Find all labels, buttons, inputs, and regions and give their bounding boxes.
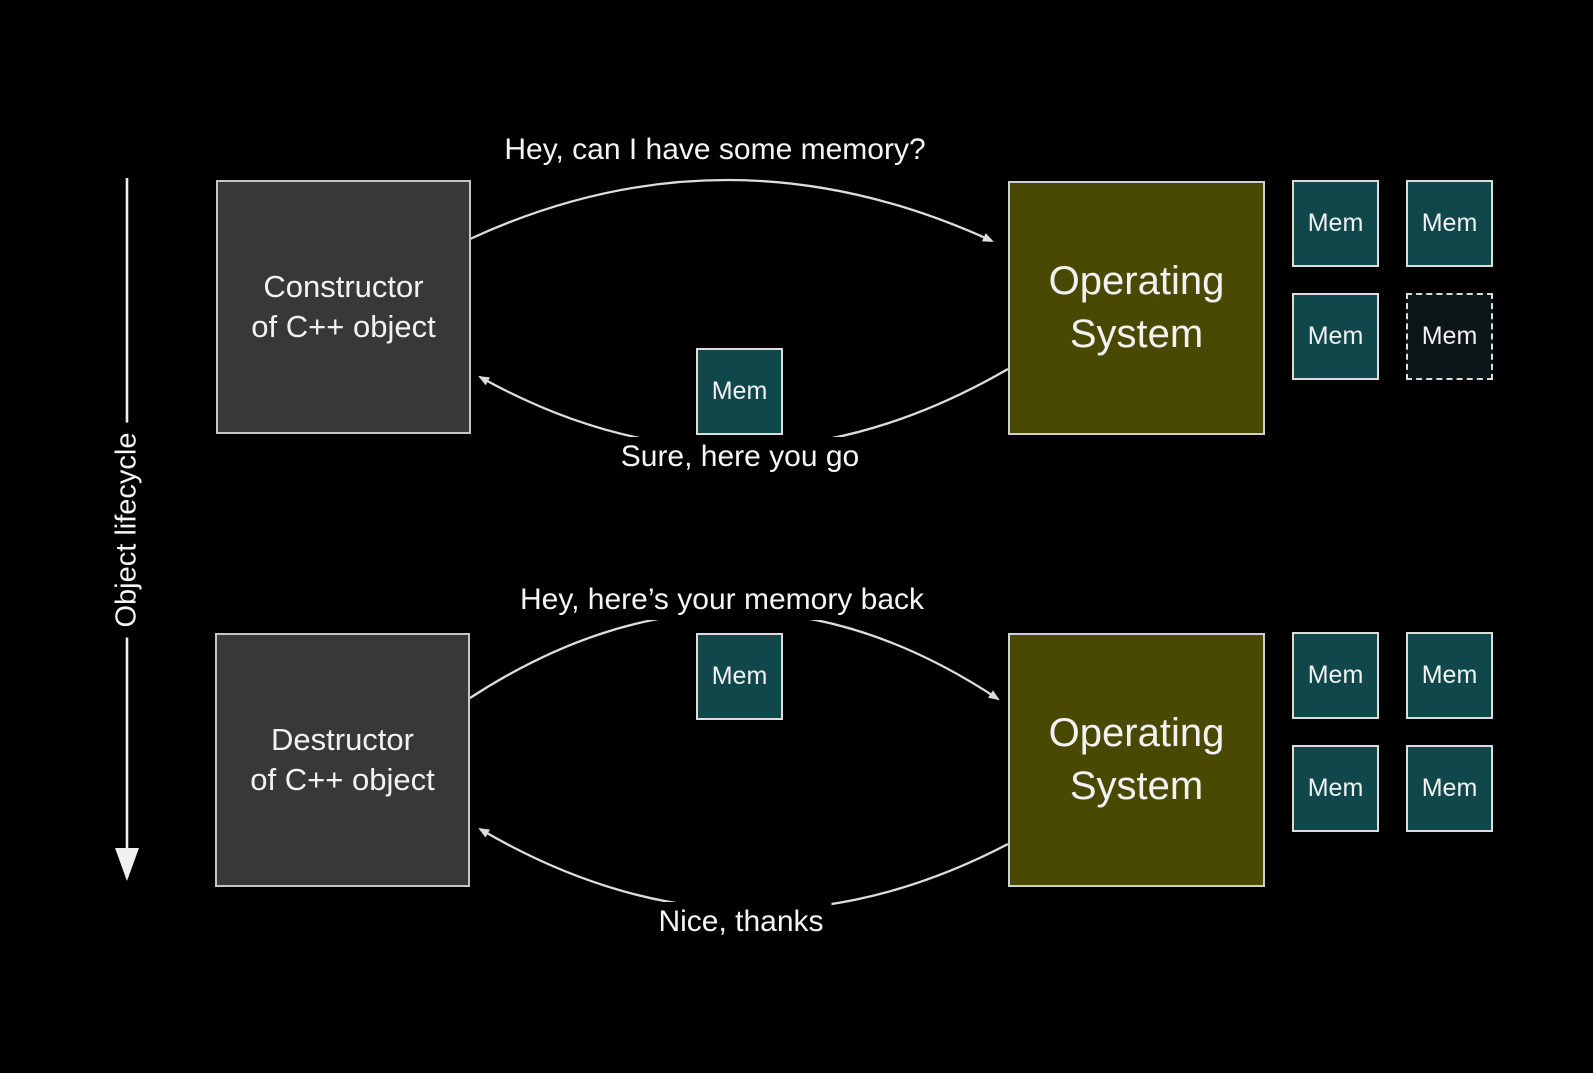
mem-chip: Mem [1406, 632, 1493, 719]
destructor-box: Destructor of C++ object [215, 633, 470, 887]
transfer-mem-chip-bottom: Mem [696, 633, 783, 720]
os-box-top-label: Operating System [1048, 259, 1225, 356]
mem-chip: Mem [1292, 745, 1379, 832]
constructor-box: Constructor of C++ object [216, 180, 471, 434]
response-label-top: Sure, here you go [612, 437, 868, 477]
os-box-bottom: Operating System [1008, 633, 1265, 887]
mem-chip-freed: Mem [1406, 293, 1493, 380]
mem-chip: Mem [1406, 180, 1493, 267]
mem-chip: Mem [1292, 632, 1379, 719]
transfer-mem-chip-top: Mem [696, 348, 783, 435]
lifecycle-arrowhead-icon [115, 848, 139, 881]
mem-chip: Mem [1406, 745, 1493, 832]
constructor-box-label: Constructor of C++ object [251, 269, 436, 344]
request-arrow-top [469, 178, 994, 243]
destructor-box-label: Destructor of C++ object [250, 722, 435, 797]
os-box-bottom-label: Operating System [1048, 711, 1225, 808]
response-label-bottom: Nice, thanks [650, 902, 832, 942]
os-box-top: Operating System [1008, 181, 1265, 435]
request-label-top: Hey, can I have some memory? [496, 130, 934, 170]
mem-chip: Mem [1292, 180, 1379, 267]
mem-chip: Mem [1292, 293, 1379, 380]
lifecycle-axis-label: Object lifecycle [106, 422, 148, 638]
request-label-bottom: Hey, here’s your memory back [511, 580, 933, 620]
response-arrow-bottom [478, 827, 1009, 912]
